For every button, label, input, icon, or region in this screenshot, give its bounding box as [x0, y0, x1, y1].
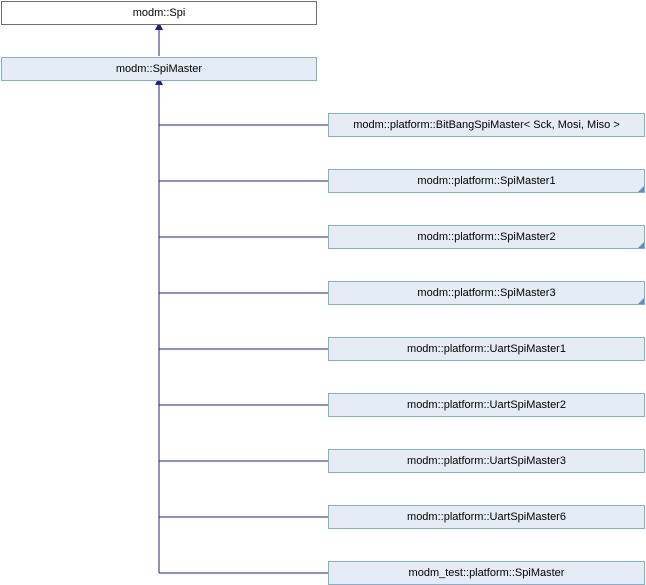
class-node-derived[interactable]: modm::platform::BitBangSpiMaster< Sck, M…: [328, 113, 645, 137]
class-node-label: modm::platform::BitBangSpiMaster< Sck, M…: [353, 119, 620, 131]
more-derived-marker-icon: [638, 186, 644, 192]
class-node-derived[interactable]: modm::platform::UartSpiMaster1: [328, 337, 645, 361]
class-node-label: modm::platform::SpiMaster2: [417, 231, 556, 243]
class-node-derived[interactable]: modm::platform::UartSpiMaster2: [328, 393, 645, 417]
class-node-derived[interactable]: modm::platform::SpiMaster3: [328, 281, 645, 305]
class-node-derived[interactable]: modm::platform::SpiMaster1: [328, 169, 645, 193]
class-node-derived[interactable]: modm::platform::UartSpiMaster3: [328, 449, 645, 473]
class-node-label: modm::platform::UartSpiMaster1: [407, 343, 566, 355]
more-derived-marker-icon: [638, 298, 644, 304]
class-node-label: modm::Spi: [132, 7, 186, 19]
more-derived-marker-icon: [638, 242, 644, 248]
class-node-label: modm_test::platform::SpiMaster: [408, 567, 565, 579]
class-node-label: modm::platform::UartSpiMaster6: [407, 511, 566, 523]
class-node-derived[interactable]: modm_test::platform::SpiMaster: [328, 561, 645, 585]
class-node-label: modm::platform::UartSpiMaster3: [407, 455, 566, 467]
class-node-label: modm::platform::UartSpiMaster2: [407, 399, 566, 411]
class-node-label: modm::SpiMaster: [115, 63, 203, 75]
class-node-derived[interactable]: modm::platform::UartSpiMaster6: [328, 505, 645, 529]
class-node-spimaster[interactable]: modm::SpiMaster: [1, 57, 317, 81]
class-node-spi: modm::Spi: [1, 1, 317, 25]
class-node-label: modm::platform::SpiMaster3: [417, 287, 556, 299]
class-node-label: modm::platform::SpiMaster1: [417, 175, 556, 187]
class-node-derived[interactable]: modm::platform::SpiMaster2: [328, 225, 645, 249]
edge-branches: [159, 124, 328, 574]
